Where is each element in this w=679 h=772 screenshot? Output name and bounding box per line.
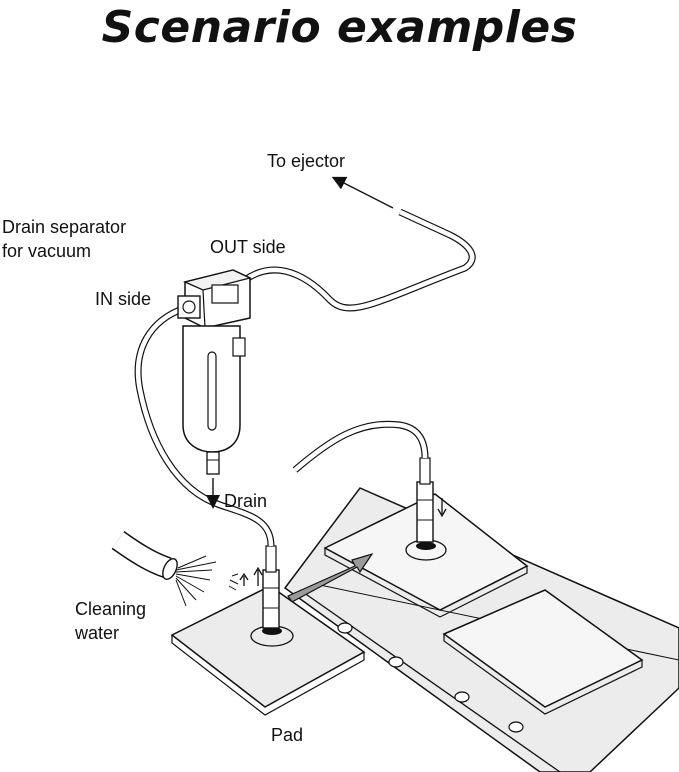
conveyor-roller <box>337 622 353 634</box>
label-to-ejector: To ejector <box>267 151 346 171</box>
page-title: Scenario examples <box>101 2 578 53</box>
label-drain: Drain <box>224 491 268 511</box>
to-ejector-arrow-icon <box>331 176 394 209</box>
drain-separator <box>177 269 252 509</box>
vacuum-hose-moved <box>292 420 429 473</box>
vacuum-pad-holder <box>253 545 280 629</box>
label-cleaning-line1: Cleaning <box>75 599 147 619</box>
pad-plate <box>170 585 366 716</box>
label-cleaning-line2: water <box>75 623 120 643</box>
label-in-side: IN side <box>95 289 152 309</box>
down-arrow-icon <box>437 498 447 518</box>
pad-plate-moved <box>323 493 529 618</box>
label-drain-separator-line1: Drain separator <box>2 217 127 237</box>
workpiece-panel <box>442 589 644 715</box>
vacuum-pad-holder-moved <box>416 457 447 543</box>
cleaning-nozzle <box>111 531 178 580</box>
vacuum-hose-out <box>242 176 476 312</box>
water-spray-icon <box>175 555 249 607</box>
transfer-arrow-icon <box>287 552 374 603</box>
conveyor-roller <box>388 656 404 668</box>
label-out-side: OUT side <box>210 237 286 257</box>
label-drain-separator-line2: for vacuum <box>2 241 92 261</box>
conveyor-roller <box>508 721 524 733</box>
vacuum-hose-in <box>134 304 275 547</box>
up-arrow-icon <box>253 566 263 586</box>
conveyor-roller <box>454 691 470 703</box>
label-pad: Pad <box>271 725 304 745</box>
